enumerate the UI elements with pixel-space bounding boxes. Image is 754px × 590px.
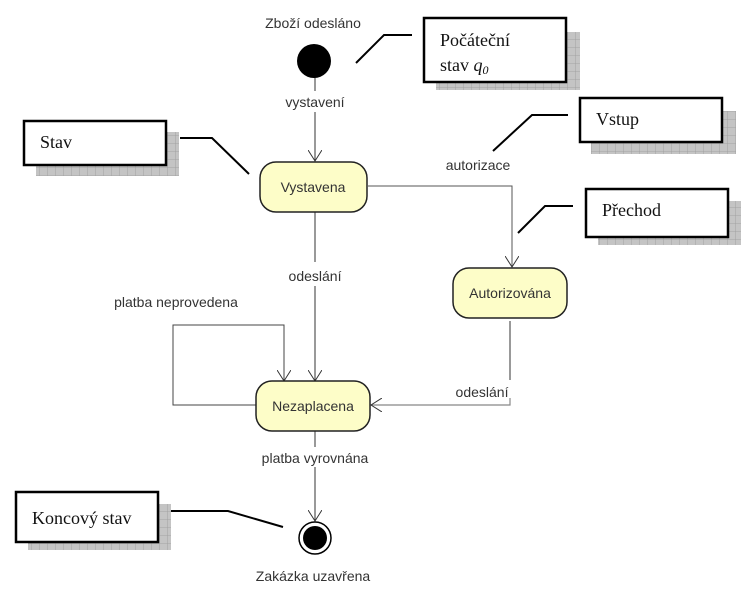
note-text-line1: Počáteční	[440, 30, 510, 50]
note-box	[584, 187, 730, 239]
note-text: Přechod	[602, 200, 661, 220]
note-text: Stav	[40, 132, 72, 152]
note-input: Vstup	[492, 96, 736, 154]
note-text-line2: stav q0	[440, 55, 489, 77]
note-connector	[171, 510, 284, 528]
note-text: Koncový stav	[32, 508, 131, 528]
final-state: Zakázka uzavřena	[256, 521, 371, 584]
initial-state-node	[297, 44, 331, 78]
state-autorizovana: Autorizována	[452, 267, 568, 319]
note-final-state: Koncový stav	[14, 490, 284, 550]
note-connector	[355, 34, 412, 64]
note-text: Vstup	[596, 109, 639, 129]
state-box	[452, 267, 568, 319]
transition-label-odeslani-2: odeslání	[456, 384, 509, 400]
state-vystavena: Vystavena	[259, 161, 368, 213]
transition-arrow-odeslani-2	[371, 398, 511, 405]
final-state-dot	[303, 526, 327, 550]
state-label: Nezaplacena	[272, 398, 354, 414]
transition-label-odeslani-1: odeslání	[289, 268, 342, 284]
note-box	[14, 490, 160, 544]
transition-arrow-autorizace	[368, 185, 512, 267]
note-box	[578, 96, 724, 144]
note-state: Stav	[22, 119, 250, 176]
transition-label-platba-vyrovnana: platba vyrovnána	[262, 450, 369, 466]
state-box	[255, 380, 371, 432]
transition-arrow-platba-neprovedena	[172, 324, 284, 406]
transition-label-platba-neprovedena: platba neprovedena	[114, 294, 238, 310]
state-label: Autorizována	[469, 285, 551, 301]
note-box	[22, 119, 168, 167]
note-transition: Přechod	[517, 187, 741, 245]
note-connector	[492, 114, 568, 152]
state-box	[259, 161, 368, 213]
transition-label-vystaveni: vystavení	[285, 94, 344, 110]
transition-label-autorizace: autorizace	[446, 157, 511, 173]
final-state-label: Zakázka uzavřena	[256, 568, 371, 584]
state-nezaplacena: Nezaplacena	[255, 380, 371, 432]
state-label: Vystavena	[281, 179, 346, 195]
note-connector	[517, 205, 573, 234]
initial-state-label: Zboží odesláno	[265, 15, 361, 31]
note-initial-state: Počáteční stav q0	[355, 16, 580, 90]
note-box	[422, 16, 568, 84]
initial-state: Zboží odesláno	[265, 15, 361, 78]
note-connector	[180, 137, 250, 175]
